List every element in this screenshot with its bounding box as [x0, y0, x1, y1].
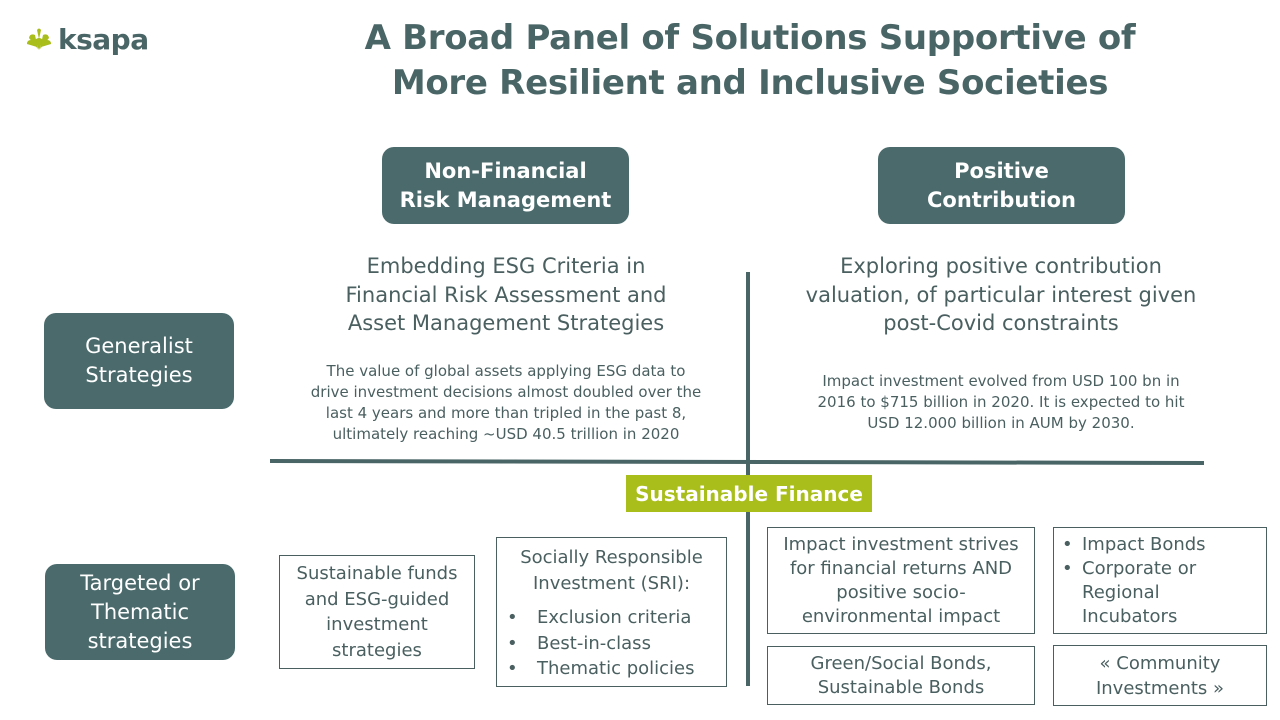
logo-text: ksapa: [58, 22, 149, 56]
horizontal-axis: [269, 459, 1205, 465]
list-item: Best-in-class: [497, 631, 726, 657]
list-item: Corporate or Regional Incubators: [1054, 557, 1266, 629]
body-line: ultimately reaching ~USD 40.5 trillion i…: [332, 425, 680, 443]
community-investments-box: « Community Investments »: [1053, 645, 1267, 706]
subtitle-line: valuation, of particular interest given: [805, 282, 1197, 307]
positive-contribution-header: Positive Contribution: [878, 147, 1125, 224]
body-line: Impact investment evolved from USD 100 b…: [822, 372, 1180, 390]
box-line: strategies: [332, 639, 422, 661]
list-item: Impact Bonds: [1054, 533, 1266, 557]
subtitle-line: Exploring positive contribution: [840, 254, 1162, 278]
page-title: A Broad Panel of Solutions Supportive of…: [300, 16, 1200, 106]
subtitle-line: Embedding ESG Criteria in: [366, 254, 646, 278]
header-line: Risk Management: [399, 187, 612, 212]
sri-title: Socially Responsible Investment (SRI):: [497, 545, 726, 596]
non-financial-risk-header: Non-Financial Risk Management: [382, 147, 629, 224]
impact-bonds-box: Impact Bonds Corporate or Regional Incub…: [1053, 527, 1267, 634]
list-item: Exclusion criteria: [497, 605, 726, 631]
box-line: Investment (SRI):: [532, 572, 691, 594]
right-subtitle: Exploring positive contribution valuatio…: [766, 252, 1236, 338]
row-label-line: Generalist: [85, 334, 193, 358]
sustainable-finance-label: Sustainable Finance: [626, 475, 872, 512]
body-line: last 4 years and more than tripled in th…: [325, 404, 687, 422]
body-line: The value of global assets applying ESG …: [326, 362, 686, 380]
box-line: for financial returns AND: [789, 557, 1013, 579]
row-label-line: Strategies: [85, 363, 193, 387]
box-line: environmental impact: [801, 605, 1001, 627]
box-line: and ESG-guided: [304, 588, 450, 610]
subtitle-line: Asset Management Strategies: [347, 311, 665, 335]
header-line: Positive: [954, 158, 1049, 183]
sri-criteria-list: Exclusion criteria Best-in-class Themati…: [497, 605, 726, 682]
box-line: positive socio-: [836, 581, 966, 603]
box-line: Investments »: [1095, 677, 1225, 699]
box-line: Socially Responsible: [520, 547, 703, 568]
body-line: 2016 to $715 billion in 2020. It is expe…: [817, 393, 1185, 411]
sri-box: Socially Responsible Investment (SRI): E…: [496, 537, 727, 687]
left-subtitle: Embedding ESG Criteria in Financial Risk…: [276, 252, 736, 338]
box-line: Sustainable Bonds: [817, 676, 985, 698]
generalist-strategies-label: Generalist Strategies: [44, 313, 234, 409]
row-label-line: strategies: [87, 628, 193, 653]
green-social-bonds-box: Green/Social Bonds, Sustainable Bonds: [767, 646, 1035, 705]
box-line: Sustainable funds: [296, 563, 458, 584]
box-line: Green/Social Bonds,: [810, 652, 992, 674]
ksapa-logo: ksapa: [26, 22, 149, 56]
subtitle-line: Financial Risk Assessment and: [345, 282, 667, 307]
targeted-strategies-label: Targeted or Thematic strategies: [45, 564, 235, 660]
impact-bonds-list: Impact Bonds Corporate or Regional Incub…: [1054, 533, 1266, 629]
subtitle-line: post-Covid constraints: [883, 311, 1119, 335]
right-body-text: Impact investment evolved from USD 100 b…: [766, 371, 1236, 434]
leaf-burst-icon: [27, 28, 51, 50]
header-line: Contribution: [927, 187, 1076, 212]
row-label-line: Thematic: [91, 599, 189, 624]
box-line: Impact investment strives: [783, 533, 1019, 555]
title-line: A Broad Panel of Solutions Supportive of: [364, 18, 1136, 58]
row-label-line: Targeted or: [80, 570, 200, 595]
body-line: USD 12.000 billion in AUM by 2030.: [867, 414, 1135, 432]
left-body-text: The value of global assets applying ESG …: [276, 361, 736, 445]
sustainable-funds-box: Sustainable funds and ESG-guided investm…: [279, 555, 475, 669]
body-line: drive investment decisions almost double…: [310, 383, 702, 401]
list-item: Thematic policies: [497, 656, 726, 682]
box-line: investment: [326, 614, 428, 635]
box-line: « Community: [1099, 652, 1221, 674]
impact-investment-box: Impact investment strives for financial …: [767, 527, 1035, 634]
header-line: Non-Financial: [424, 158, 587, 183]
title-line: More Resilient and Inclusive Societies: [391, 63, 1109, 103]
